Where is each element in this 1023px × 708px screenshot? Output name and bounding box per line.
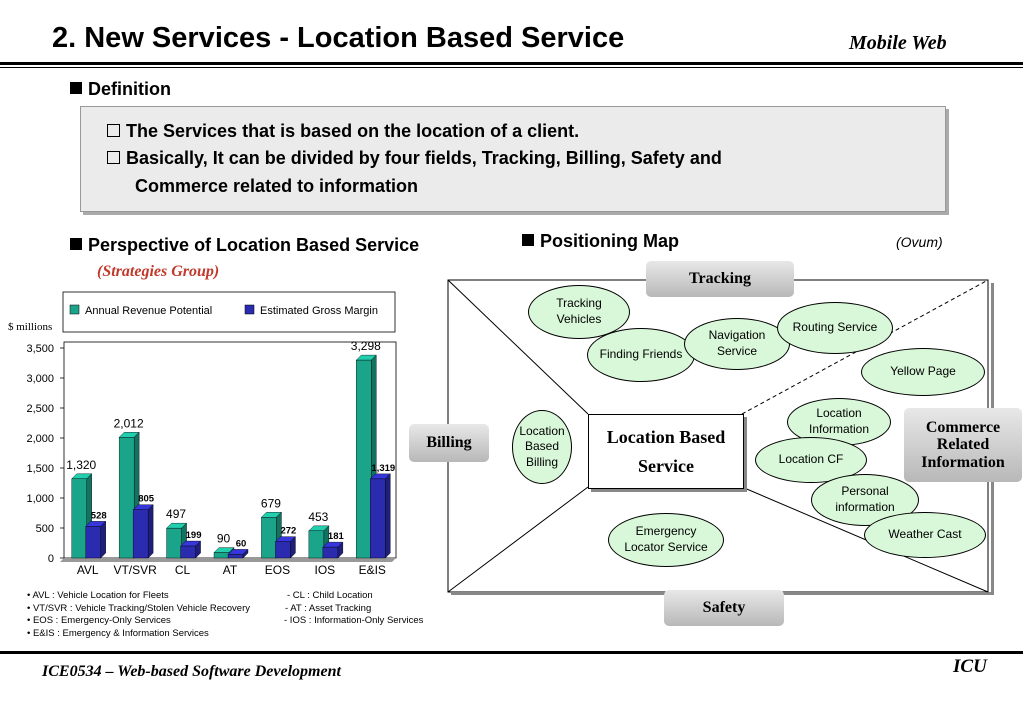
note-row-2: • VT/SVR : Vehicle Tracking/Stolen Vehic… [27,603,250,614]
header-divider-thin [0,67,1023,68]
data-label-margin: 805 [138,494,155,505]
bar-revenue [308,530,325,559]
footer-divider [0,651,1023,654]
legend-swatch-margin [244,304,255,315]
data-label-margin: 528 [91,510,107,521]
note-row-3-right: - IOS : Information-Only Services [284,615,424,626]
bar-margin [85,526,101,559]
x-tick-label: E&IS [359,563,386,577]
y-tick-label: 0 [48,553,54,565]
bar-margin [370,478,386,559]
x-tick-label: VT/SVR [113,563,157,577]
revenue-bar-chart: $ millions Annual Revenue Potential Esti… [8,291,397,577]
x-tick-label: IOS [315,563,336,577]
note-row-3: • EOS : Emergency-Only Services [27,615,171,626]
y-tick-label: 1,000 [26,493,54,505]
category-billing: Billing [409,424,489,462]
legend-box [62,291,396,333]
plot-area: 0 500 1,000 1,500 2,000 2,500 3,000 3,500 1,320 5… [26,339,397,577]
x-tick-label: AVL [77,563,99,577]
legend-swatch-revenue [69,304,80,315]
map-diagonal-bl [447,486,589,593]
data-label-revenue: 453 [308,510,328,524]
square-bullet-icon [70,82,82,94]
bar-revenue [261,517,277,559]
y-tick-label: 500 [36,523,54,535]
checkbox-bullet-icon [107,124,120,137]
bar-revenue [118,437,135,559]
x-tick-label: EOS [265,563,290,577]
square-bullet-icon [70,238,82,250]
y-axis-label: $ millions [8,321,52,333]
bar-margin [322,546,339,559]
definition-line-3: Commerce related to information [135,176,419,196]
data-label-revenue: 679 [261,496,281,510]
oval-weather-cast: Weather Cast [864,512,986,558]
chart-floor [60,558,396,562]
bar-margin [180,545,196,559]
bar-margin [275,541,291,559]
chart-legend: Annual Revenue Potential Estimated Gross… [62,291,396,333]
x-tick-label: CL [175,563,191,577]
y-tick-label: 2,500 [26,403,54,415]
data-label-margin: 199 [186,530,202,541]
data-label-revenue: 2,012 [114,416,144,430]
category-safety: Safety [664,590,784,626]
course-topic-label: Mobile Web [849,32,947,54]
map-diagonal-tl [447,279,589,415]
checkbox-bullet-icon [107,151,120,164]
definition-line-2: Basically, It can be divided by four fie… [107,148,722,169]
data-label-revenue: 1,320 [66,458,96,472]
data-label-revenue: 497 [166,507,186,521]
definition-box: The Services that is based on the locati… [80,106,946,212]
bar-margin [132,509,149,559]
note-row-4: • E&IS : Emergency & Information Service… [27,628,209,639]
perspective-heading: Perspective of Location Based Service [70,235,419,256]
bar-revenue [71,478,87,559]
data-label-margin: 272 [280,526,296,537]
data-label-revenue: 90 [217,532,231,546]
oval-yellow-page: Yellow Page [861,348,985,396]
legend-label-margin: Estimated Gross Margin [260,305,378,317]
definition-line-1: The Services that is based on the locati… [107,121,579,142]
y-tick-label: 3,000 [26,373,54,385]
page-title: 2. New Services - Location Based Service [52,22,625,54]
perspective-source: (Strategies Group) [97,263,220,280]
oval-finding-friends: Finding Friends [587,328,695,382]
y-tick-label: 1,500 [26,463,54,475]
note-row-2-right: - AT : Asset Tracking [285,603,372,614]
definition-heading: Definition [70,79,171,100]
footer-institution: ICU [953,656,987,677]
legend-label-revenue: Annual Revenue Potential [85,305,212,317]
data-label-margin: 181 [328,531,345,542]
data-label-revenue: 3,298 [351,339,381,353]
x-tick-label: AT [223,563,238,577]
category-tracking: Tracking [646,261,794,297]
y-tick-label: 2,000 [26,433,54,445]
note-row-1-right: - CL : Child Location [287,590,373,601]
bar-revenue [356,359,372,559]
positioning-source: (Ovum) [896,234,943,250]
note-row-1: • AVL : Vehicle Location for Fleets [27,590,169,601]
y-tick-label: 3,500 [26,343,54,355]
footer-course: ICE0534 – Web-based Software Development [42,663,341,680]
positioning-heading: Positioning Map [522,231,679,252]
bar-margin [227,554,244,559]
oval-routing-service: Routing Service [777,302,893,354]
data-label-margin: 60 [236,538,247,549]
header-divider [0,62,1023,65]
square-bullet-icon [522,234,534,246]
data-label-margin: 1,319 [371,463,395,474]
bar-revenue [166,527,182,559]
category-commerce: Commerce Related Information [904,408,1022,482]
